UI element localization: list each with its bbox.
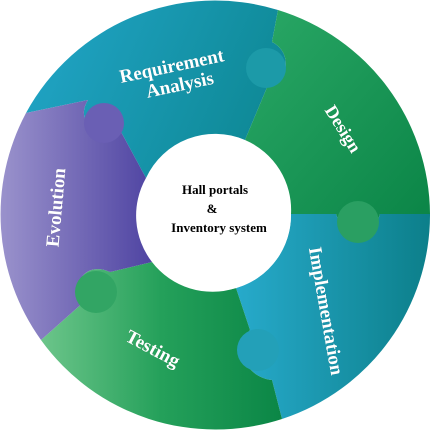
center-circle: [139, 139, 291, 291]
segment-design: [245, 10, 430, 229]
puzzle-knob-requirement: [84, 103, 124, 143]
center-title-line3: Inventory system: [171, 220, 267, 235]
puzzle-knob-evolution: [75, 271, 117, 313]
puzzle-knob-design: [246, 48, 286, 88]
segment-requirement-analysis: [26, 0, 286, 179]
segment-evolution: [0, 100, 152, 340]
puzzle-knob-implementation: [337, 201, 379, 243]
puzzle-knob-testing: [237, 329, 279, 371]
segment-implementation: [236, 214, 430, 419]
center-title-line1: Hall portals: [182, 182, 248, 197]
center-title-line2: &: [207, 201, 218, 216]
